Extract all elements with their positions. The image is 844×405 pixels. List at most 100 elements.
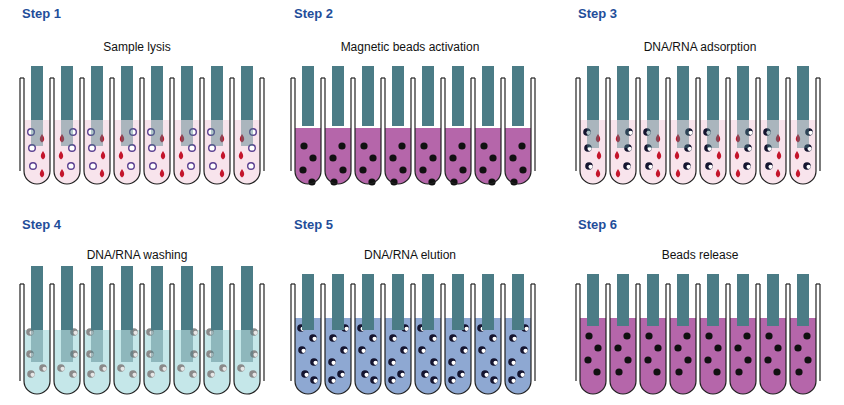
magnetic-rod	[151, 120, 163, 146]
tube	[505, 78, 531, 184]
magnetic-bead	[593, 368, 600, 375]
rack-frame	[263, 284, 264, 381]
bound-bead	[448, 376, 456, 384]
step-label: Step 2	[294, 6, 333, 21]
magnetic-bead	[795, 368, 802, 375]
magnetic-rod	[392, 274, 404, 330]
magnetic-rod	[797, 66, 809, 120]
bound-bead	[332, 361, 336, 365]
bound-bead	[388, 376, 396, 384]
liquid	[295, 128, 321, 184]
step-title: Magnetic beads activation	[341, 40, 480, 54]
magnetic-bead	[744, 356, 751, 363]
blood-drop	[161, 151, 166, 160]
bound-bead	[134, 353, 138, 357]
magnetic-rod	[452, 66, 464, 126]
tube	[700, 78, 726, 184]
bound-bead	[344, 349, 348, 353]
tube	[24, 78, 50, 184]
tube	[54, 78, 80, 184]
magnetic-bead	[309, 154, 316, 161]
bound-bead	[61, 367, 65, 371]
tube	[415, 284, 441, 394]
bound-bead	[370, 376, 378, 384]
bound-bead	[404, 349, 408, 353]
bound-bead	[177, 364, 185, 372]
liquid	[355, 128, 381, 184]
nucleic-acid	[210, 163, 217, 170]
magnetic-rod	[332, 66, 344, 126]
blood-drop	[735, 151, 740, 160]
bound-bead	[74, 353, 78, 357]
tube	[760, 78, 786, 184]
bound-bead	[418, 346, 426, 354]
step-label: Step 6	[578, 217, 617, 232]
bound-bead	[211, 373, 215, 377]
tube	[610, 284, 636, 394]
liquid	[174, 330, 200, 394]
magnetic-bead	[584, 356, 591, 363]
nucleic-acid	[30, 163, 37, 170]
magnetic-rod	[151, 266, 163, 330]
tube	[580, 78, 606, 184]
step-label: Step 5	[294, 217, 333, 232]
rack-frame	[19, 284, 20, 381]
bound-bead	[520, 346, 528, 354]
step-label: Step 1	[22, 6, 61, 21]
magnetic-rod	[211, 330, 223, 362]
magnetic-bead	[704, 356, 711, 363]
bound-bead	[374, 379, 378, 383]
bound-bead	[493, 337, 497, 341]
step-title: Beads release	[662, 248, 739, 262]
magnetic-rod	[61, 120, 73, 146]
step-label: Step 3	[578, 6, 617, 21]
tube	[640, 284, 666, 394]
magnetic-bead	[459, 166, 466, 173]
magnetic-rod	[512, 66, 524, 126]
bound-bead	[627, 165, 631, 169]
bound-bead	[485, 373, 489, 377]
bound-bead	[490, 358, 498, 366]
magnetic-bead	[369, 154, 376, 161]
liquid	[84, 330, 110, 394]
magnetic-bead	[389, 154, 396, 161]
blood-drop	[59, 151, 64, 160]
bound-bead	[511, 379, 515, 383]
magnetic-bead	[614, 344, 621, 351]
magnetic-bead	[765, 332, 772, 339]
blood-drop	[160, 169, 165, 178]
tube	[204, 78, 230, 184]
magnetic-rod	[737, 274, 749, 326]
liquid	[144, 330, 170, 394]
bound-bead	[709, 165, 713, 169]
tube	[475, 284, 501, 394]
bound-bead	[121, 367, 125, 371]
bound-bead	[133, 373, 137, 377]
magnetic-rod	[392, 66, 404, 126]
rack-frame	[575, 284, 576, 381]
magnetic-rod	[241, 120, 253, 146]
bound-bead	[809, 131, 813, 135]
blood-drop	[675, 151, 680, 160]
bound-bead	[525, 327, 529, 331]
liquid	[54, 120, 80, 184]
magnetic-rod	[767, 120, 779, 148]
liquid	[24, 120, 50, 184]
magnetic-rod	[91, 330, 103, 362]
bound-bead	[39, 364, 47, 372]
blood-drop	[239, 151, 244, 160]
liquid	[114, 330, 140, 394]
bound-bead	[448, 358, 456, 366]
magnetic-rod	[452, 274, 464, 330]
tube	[415, 78, 441, 184]
magnetic-rod	[61, 66, 73, 120]
tube	[144, 78, 170, 184]
tube	[610, 78, 636, 184]
bound-bead	[314, 379, 318, 383]
blood-drop	[596, 169, 601, 178]
nucleic-acid	[90, 163, 97, 170]
bound-bead	[430, 358, 438, 366]
magnetic-rod	[121, 120, 133, 146]
bound-bead	[309, 334, 317, 342]
tube	[355, 284, 381, 394]
